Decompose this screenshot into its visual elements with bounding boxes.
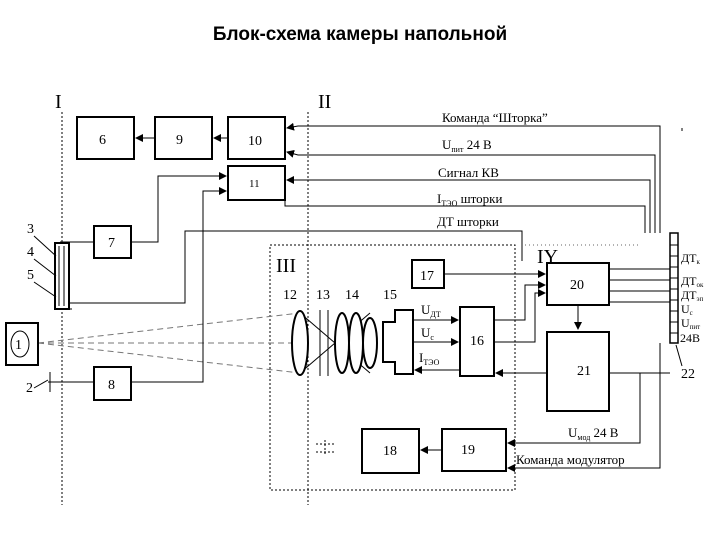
callout-13: 13: [316, 288, 330, 303]
callout-12: 12: [283, 288, 297, 303]
signal-dt-shutter: ДТ шторки: [437, 214, 499, 229]
detector-housing: [382, 309, 414, 375]
connector-24v: 24В: [680, 331, 700, 345]
callout-4: 4: [27, 245, 34, 260]
block-8: [93, 366, 132, 401]
block-8-label: 8: [108, 378, 115, 393]
signal-kv: Сигнал КВ: [438, 165, 499, 180]
block-6: [76, 116, 135, 160]
zone-II-label: II: [318, 91, 331, 113]
block-18: [361, 428, 420, 474]
block-21-label: 21: [577, 364, 591, 379]
block-7-label: 7: [108, 236, 115, 251]
signal-i-teo-shutter: IТЭО шторки: [437, 191, 502, 208]
block-19: [441, 428, 507, 472]
block-18-label: 18: [383, 444, 397, 459]
lens-14b: [348, 312, 364, 374]
connector-u-c: Uс: [681, 302, 693, 317]
shutter-assembly: [54, 241, 90, 310]
signal-u-dt: UДТ: [421, 302, 441, 319]
block-10: [227, 116, 286, 160]
callout-14: 14: [345, 288, 359, 303]
block-11: [227, 165, 286, 201]
zone-III-frame: [269, 244, 516, 491]
page-title: Блок-схема камеры напольной: [212, 24, 508, 45]
callout-22: 22: [681, 367, 695, 382]
block-20: [546, 262, 610, 306]
zone-I-label: I: [55, 91, 62, 113]
connector-pins: [670, 244, 678, 334]
signal-shutter-command: Команда “Шторка”: [442, 110, 548, 125]
block-10-label: 10: [248, 134, 262, 149]
block-11-label: 11: [249, 178, 260, 190]
signal-i-teo: IТЭО: [419, 350, 440, 367]
block-9-label: 9: [176, 133, 183, 148]
block-1-label: 1: [15, 338, 22, 353]
lens-14a: [334, 312, 350, 374]
signal-u-s: Uс: [421, 325, 434, 342]
block-6-label: 6: [99, 133, 106, 148]
block-9: [154, 116, 213, 160]
connector-22: [669, 232, 679, 344]
zone-III-label: III: [276, 255, 296, 277]
callout-5: 5: [27, 268, 34, 283]
block-20-label: 20: [570, 278, 584, 293]
block-21: [546, 331, 610, 412]
connector-dt-k: ДТк: [681, 251, 701, 266]
callout-2: 2: [26, 381, 33, 396]
connector-dt-ep: ДТэп: [681, 288, 704, 303]
signal-modulator-command: Команда модулятор: [516, 452, 625, 467]
connector-dt-ok: ДТок: [681, 274, 704, 289]
block-16-label: 16: [470, 334, 484, 349]
callout-15: 15: [383, 288, 397, 303]
block-17-label: 17: [420, 269, 434, 284]
callout-3: 3: [27, 222, 34, 237]
lens-15: [362, 317, 378, 369]
connector-u-pit: Uпит: [681, 316, 700, 331]
block-19-label: 19: [461, 443, 475, 458]
lens-12: [291, 310, 309, 376]
block-1-ring: [10, 330, 30, 358]
signal-u-mod: Uмод 24 В: [568, 425, 619, 442]
signal-u-pit: Uпит 24 В: [442, 137, 492, 154]
